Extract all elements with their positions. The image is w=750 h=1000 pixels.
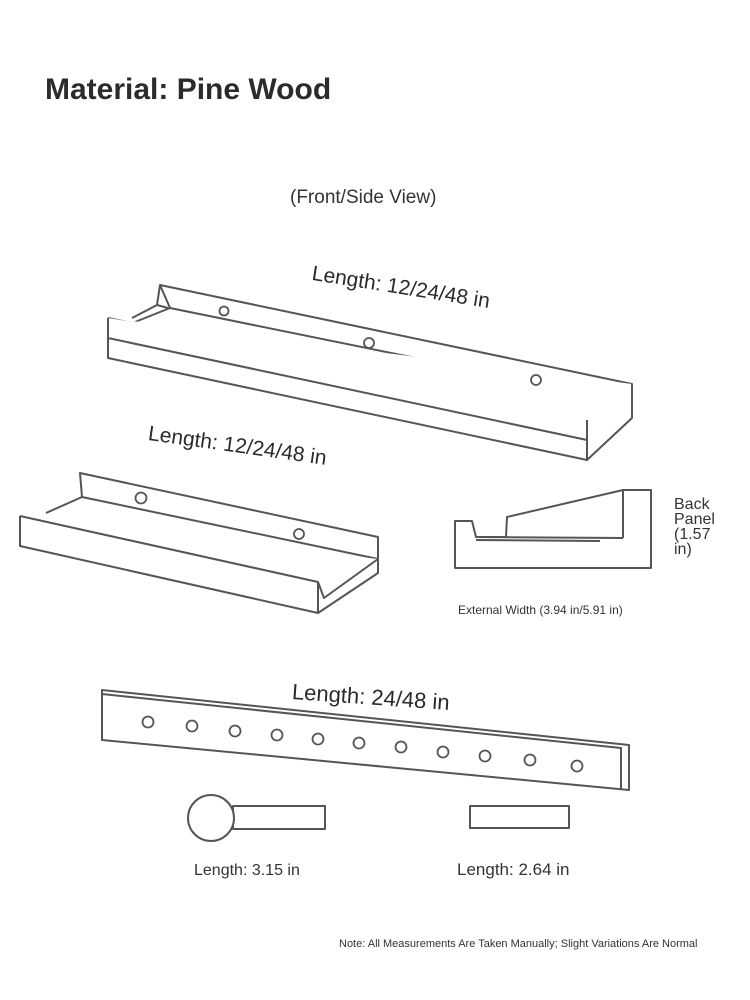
back-panel-line: in) [674,541,692,558]
screw-drawing [469,805,570,829]
measurement-note: Note: All Measurements Are Taken Manuall… [339,938,698,950]
back-panel-line: Panel [674,511,715,528]
back-panel-label: Back Panel (1.57 in) [674,496,744,558]
back-panel-line: Back [674,496,710,513]
small-shelf-drawing [19,472,379,614]
screw-length-label: Length: 2.64 in [457,860,570,879]
large-shelf-drawing [107,284,633,461]
view-caption: (Front/Side View) [290,187,437,208]
bracket-length-label: Length: 3.15 in [194,862,300,879]
external-width-label: External Width (3.94 in/5.91 in) [458,603,623,617]
page-title: Material: Pine Wood [45,73,332,106]
side-profile-drawing [454,489,652,569]
back-panel-line: (1.57 [674,526,711,543]
bracket-drawing [187,794,326,842]
mounting-rail-drawing [101,689,630,791]
